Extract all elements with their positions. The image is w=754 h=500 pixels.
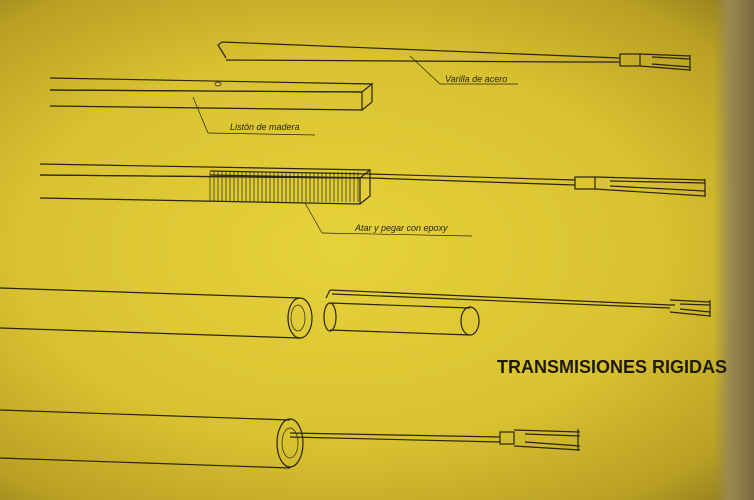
leader-line <box>321 232 473 237</box>
wood-strip-drawing <box>49 77 374 111</box>
steel-rod-drawing <box>217 41 691 71</box>
tube-inserted-drawing <box>0 409 581 469</box>
leader-line <box>192 96 209 134</box>
page-edge <box>714 0 754 500</box>
label-tie-glue: Atar y pegar con epoxy <box>354 223 448 233</box>
label-wood-strip: Listón de madera <box>230 122 300 132</box>
leader-line <box>207 132 316 136</box>
tube-separate-drawing <box>0 287 711 339</box>
leader-line <box>409 55 441 85</box>
diagram-title: TRANSMISIONES RIGIDAS <box>497 357 727 377</box>
label-steel-rod: Varilla de acero <box>445 74 507 84</box>
leader-line <box>304 202 323 234</box>
bound-rod-drawing <box>39 163 706 205</box>
